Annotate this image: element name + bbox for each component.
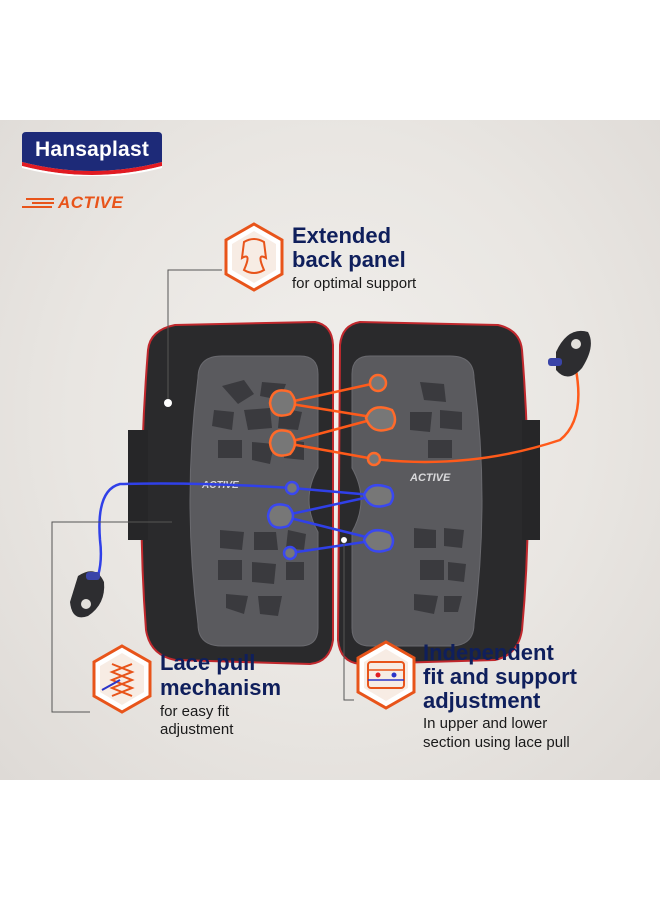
left-belt: [128, 320, 334, 666]
hansaplast-logo: Hansaplast: [20, 130, 164, 177]
lace-pull-icon: [92, 644, 152, 714]
feature-2-description-line2: adjustment: [160, 721, 234, 738]
callout-lines: [51, 269, 354, 713]
feature-3-description-line1: In upper and lower: [423, 715, 548, 732]
upper-pull-tab: [548, 330, 591, 377]
brand-name: Hansaplast: [34, 138, 150, 161]
lower-lace-guides: [266, 480, 395, 561]
feature-1-title-line2: back panel: [292, 247, 406, 272]
feature-2-title-line2: mechanism: [160, 675, 282, 700]
speed-lines-icon: [22, 198, 54, 208]
feature-3-title-line3: adjustment: [423, 688, 541, 713]
feature-3-title-line1: Independent: [423, 640, 554, 665]
upper-laces: [284, 369, 580, 464]
active-wordmark: ACTIVE: [58, 193, 124, 212]
panel-active-label: ACTIVE: [409, 472, 451, 484]
back-panel-icon: [224, 222, 284, 292]
feature-2-title-line1: Lace pull: [160, 650, 256, 675]
callout-dot-3: [341, 537, 347, 543]
feature-3-description-line2: section using lace pull: [423, 734, 570, 751]
feature-1-description: for optimal support: [292, 275, 417, 292]
upper-lace-guides: [268, 373, 397, 467]
lower-laces: [88, 482, 379, 595]
feature-3-title-line2: fit and support: [423, 664, 577, 689]
feature-1-title-line1: Extended: [292, 223, 392, 248]
callout-dot-1: [164, 399, 172, 407]
lower-pull-tab: [70, 571, 105, 618]
feature-2-description-line1: for easy fit: [160, 703, 230, 720]
fit-adjust-icon: [356, 640, 416, 710]
